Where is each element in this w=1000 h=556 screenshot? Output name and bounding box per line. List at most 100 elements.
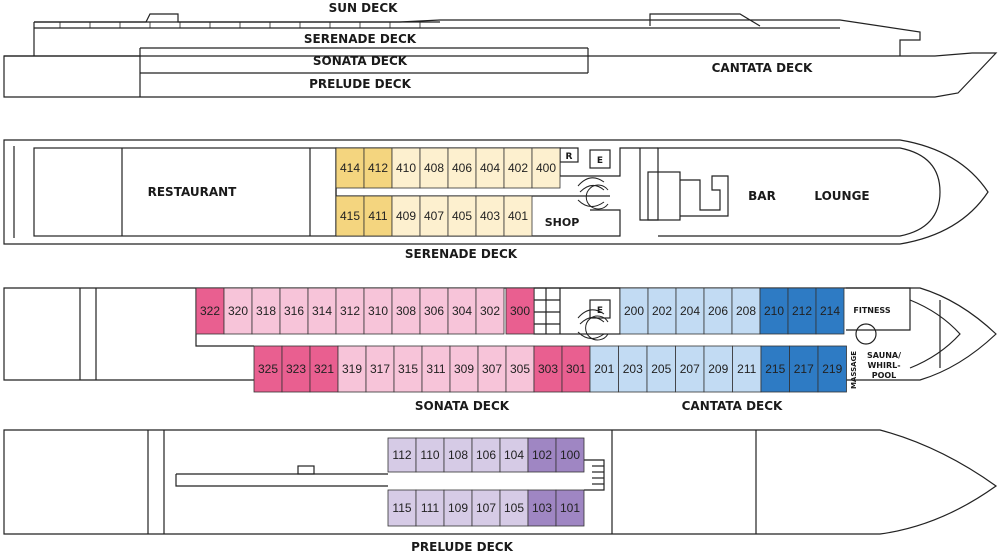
prelude-deck: [3, 429, 998, 535]
cabin-415[interactable]: 415: [335, 195, 365, 237]
cantata-deck-title: CANTATA DECK: [682, 399, 783, 413]
cabin-303[interactable]: 303: [533, 345, 563, 393]
cantata-deck-profile-label: CANTATA DECK: [712, 61, 813, 75]
cabin-number: 212: [792, 304, 812, 318]
bar-label: BAR: [748, 189, 776, 203]
cabin-number: 104: [504, 448, 524, 462]
cabin-115[interactable]: 115: [387, 489, 417, 527]
cabin-106[interactable]: 106: [471, 437, 501, 473]
cabin-320[interactable]: 320: [223, 287, 253, 335]
cabin-406[interactable]: 406: [447, 147, 477, 189]
cabin-409[interactable]: 409: [391, 195, 421, 237]
cabin-202[interactable]: 202: [647, 287, 677, 335]
cabin-307[interactable]: 307: [477, 345, 507, 393]
cabin-316[interactable]: 316: [279, 287, 309, 335]
cabin-number: 407: [424, 209, 444, 223]
serenade-deck-profile-label: SERENADE DECK: [304, 32, 417, 46]
sauna-label-3: POOL: [872, 371, 897, 380]
prelude-deck-title: PRELUDE DECK: [411, 540, 513, 554]
cabin-314[interactable]: 314: [307, 287, 337, 335]
cabin-407[interactable]: 407: [419, 195, 449, 237]
cabin-403[interactable]: 403: [475, 195, 505, 237]
cabin-107[interactable]: 107: [471, 489, 501, 527]
cabin-412[interactable]: 412: [363, 147, 393, 189]
cabin-number: 100: [560, 448, 580, 462]
cabin-323[interactable]: 323: [281, 345, 311, 393]
reception-label: R: [566, 152, 573, 162]
cabin-207[interactable]: 207: [675, 345, 705, 393]
cabin-211[interactable]: 211: [732, 345, 762, 393]
cabin-219[interactable]: 219: [817, 345, 847, 393]
cabin-414[interactable]: 414: [335, 147, 365, 189]
cabin-400[interactable]: 400: [531, 147, 561, 189]
cabin-408[interactable]: 408: [419, 147, 449, 189]
cabin-number: 102: [532, 448, 552, 462]
cabin-number: 415: [340, 209, 360, 223]
cabin-number: 319: [342, 362, 362, 376]
cabin-401[interactable]: 401: [503, 195, 533, 237]
cabin-102[interactable]: 102: [527, 437, 557, 473]
cabin-101[interactable]: 101: [555, 489, 585, 527]
cabin-318[interactable]: 318: [251, 287, 281, 335]
cabin-112[interactable]: 112: [387, 437, 417, 473]
cabin-217[interactable]: 217: [789, 345, 819, 393]
cabin-300[interactable]: 300: [505, 287, 535, 335]
cabin-109[interactable]: 109: [443, 489, 473, 527]
cabin-number: 409: [396, 209, 416, 223]
cabin-100[interactable]: 100: [555, 437, 585, 473]
cabin-208[interactable]: 208: [731, 287, 761, 335]
cabin-209[interactable]: 209: [703, 345, 733, 393]
cabin-111[interactable]: 111: [415, 489, 445, 527]
cabin-104[interactable]: 104: [499, 437, 529, 473]
cabin-205[interactable]: 205: [646, 345, 676, 393]
cabin-306[interactable]: 306: [419, 287, 449, 335]
cabin-number: 301: [566, 362, 586, 376]
cabin-315[interactable]: 315: [393, 345, 423, 393]
cabin-204[interactable]: 204: [675, 287, 705, 335]
cabin-310[interactable]: 310: [363, 287, 393, 335]
cabin-110[interactable]: 110: [415, 437, 445, 473]
cabin-405[interactable]: 405: [447, 195, 477, 237]
cabin-number: 203: [623, 362, 643, 376]
shop-label: SHOP: [545, 216, 580, 229]
cabin-214[interactable]: 214: [815, 287, 845, 335]
cabin-321[interactable]: 321: [309, 345, 339, 393]
cabin-203[interactable]: 203: [618, 345, 648, 393]
cabin-308[interactable]: 308: [391, 287, 421, 335]
cabin-number: 111: [421, 501, 440, 515]
cabin-411[interactable]: 411: [363, 195, 393, 237]
cabin-301[interactable]: 301: [561, 345, 591, 393]
cabin-309[interactable]: 309: [449, 345, 479, 393]
cabin-305[interactable]: 305: [505, 345, 535, 393]
elevator-label: E: [597, 156, 603, 166]
cabin-108[interactable]: 108: [443, 437, 473, 473]
cabin-212[interactable]: 212: [787, 287, 817, 335]
cabin-410[interactable]: 410: [391, 147, 421, 189]
cabin-number: 406: [452, 161, 472, 175]
cabin-215[interactable]: 215: [760, 345, 790, 393]
cabin-210[interactable]: 210: [759, 287, 789, 335]
cabin-201[interactable]: 201: [589, 345, 619, 393]
cabin-304[interactable]: 304: [447, 287, 477, 335]
cabin-number: 316: [284, 304, 304, 318]
cabin-number: 325: [258, 362, 278, 376]
cabin-206[interactable]: 206: [703, 287, 733, 335]
cabin-402[interactable]: 402: [503, 147, 533, 189]
cabin-302[interactable]: 302: [475, 287, 505, 335]
cabin-404[interactable]: 404: [475, 147, 505, 189]
cabin-311[interactable]: 311: [421, 345, 451, 393]
cabin-200[interactable]: 200: [619, 287, 649, 335]
cabin-105[interactable]: 105: [499, 489, 529, 527]
cabin-312[interactable]: 312: [335, 287, 365, 335]
cabin-number: 101: [560, 501, 580, 515]
cabin-103[interactable]: 103: [527, 489, 557, 527]
cabin-325[interactable]: 325: [253, 345, 283, 393]
cabin-319[interactable]: 319: [337, 345, 367, 393]
sun-deck-label: SUN DECK: [329, 1, 399, 15]
cabin-322[interactable]: 322: [195, 287, 225, 335]
cabin-number: 207: [680, 362, 700, 376]
prelude-deck-profile-label: PRELUDE DECK: [309, 77, 411, 91]
cabin-number: 115: [392, 501, 411, 515]
cabin-317[interactable]: 317: [365, 345, 395, 393]
cabin-number: 322: [200, 304, 220, 318]
